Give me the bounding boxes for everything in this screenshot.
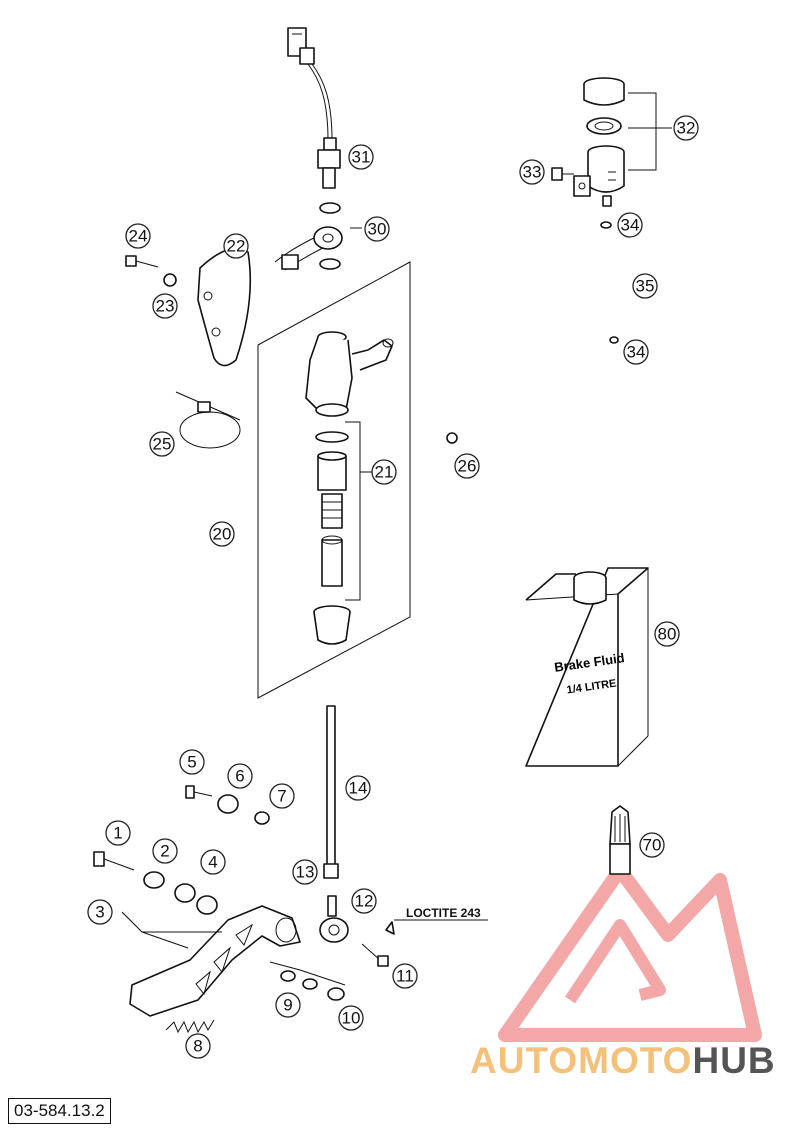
master-cylinder (305, 331, 394, 645)
callout-22: 22 (223, 233, 249, 259)
reservoir-hose (600, 221, 620, 344)
clevis-12 (319, 895, 349, 943)
callout-21: 21 (371, 459, 397, 485)
callout-23: 23 (152, 293, 178, 319)
callout-25: 25 (149, 431, 175, 457)
svg-text:1: 1 (113, 824, 122, 843)
svg-text:34: 34 (621, 216, 640, 235)
callout-6: 6 (227, 763, 253, 789)
svg-text:34: 34 (627, 343, 646, 362)
svg-text:4: 4 (208, 853, 217, 872)
washer-2 (143, 871, 165, 889)
washer-9b (302, 978, 318, 990)
svg-text:8: 8 (193, 1037, 202, 1056)
svg-text:70: 70 (643, 836, 662, 855)
svg-text:9: 9 (283, 996, 292, 1015)
svg-text:3: 3 (95, 903, 104, 922)
banjo-fitting (274, 202, 343, 271)
callout-8: 8 (185, 1033, 211, 1059)
brake-light-switch (287, 27, 341, 189)
callout-7: 7 (269, 783, 295, 809)
svg-text:24: 24 (129, 227, 148, 246)
callout-26: 26 (454, 453, 480, 479)
nut-10 (327, 987, 345, 1001)
callout-34-bottom: 34 (623, 339, 649, 365)
svg-text:80: 80 (658, 625, 677, 644)
svg-text:5: 5 (187, 753, 196, 772)
callout-20: 20 (209, 521, 235, 547)
svg-text:22: 22 (227, 237, 246, 256)
svg-text:6: 6 (235, 767, 244, 786)
callout-3: 3 (87, 899, 113, 925)
callout-14: 14 (345, 775, 371, 801)
svg-text:31: 31 (352, 148, 371, 167)
callout-1: 1 (105, 820, 131, 846)
svg-text:33: 33 (523, 163, 542, 182)
watermark-logo (498, 863, 762, 1042)
svg-text:25: 25 (153, 435, 172, 454)
pivot-bolt-5 (185, 785, 213, 799)
callout-10: 10 (338, 1005, 364, 1031)
svg-text:10: 10 (342, 1009, 361, 1028)
callout-32: 32 (673, 115, 699, 141)
brake-fluid-bottle (525, 567, 649, 767)
bearing-4b (196, 895, 218, 915)
svg-text:12: 12 (355, 892, 374, 911)
watermark-part2: HUB (692, 1040, 776, 1081)
document-code: 03-584.13.2 (8, 1098, 111, 1124)
svg-text:14: 14 (349, 779, 368, 798)
heel-guard (197, 247, 252, 367)
callout-5: 5 (179, 749, 205, 775)
clevis-bolt-11 (361, 943, 389, 967)
return-spring (165, 1019, 215, 1034)
callout-9: 9 (275, 992, 301, 1018)
callout-30: 30 (364, 216, 390, 242)
callout-70: 70 (639, 832, 665, 858)
svg-text:11: 11 (396, 967, 414, 986)
callout-35: 35 (632, 273, 658, 299)
callout-31: 31 (348, 144, 374, 170)
watermark-text: AUTOMOTOHUB (470, 1040, 776, 1082)
callout-80: 80 (654, 621, 680, 647)
callout-12: 12 (351, 888, 377, 914)
bearing-4a (174, 883, 196, 903)
loctite-drop (385, 921, 395, 935)
push-rod (323, 705, 339, 879)
callout-13: 13 (292, 859, 318, 885)
callout-2: 2 (152, 838, 178, 864)
nut-7 (254, 811, 270, 825)
cover-bolt (125, 255, 159, 268)
washer-9 (280, 970, 296, 982)
pedal-bolt-1 (93, 851, 135, 871)
master-cylinder-frame (257, 261, 411, 699)
svg-text:26: 26 (458, 457, 477, 476)
callout-33: 33 (519, 159, 545, 185)
callout-4: 4 (200, 849, 226, 875)
clip-26 (446, 432, 458, 444)
svg-text:13: 13 (296, 863, 315, 882)
svg-text:30: 30 (368, 220, 387, 239)
svg-text:21: 21 (375, 463, 394, 482)
loctite-label: LOCTITE 243 (406, 906, 481, 920)
cable-tie (175, 391, 241, 449)
brake-pedal (129, 905, 301, 1017)
svg-text:32: 32 (677, 119, 696, 138)
svg-text:2: 2 (160, 842, 169, 861)
callout-24: 24 (125, 223, 151, 249)
svg-text:7: 7 (277, 787, 286, 806)
reservoir-assembly (551, 77, 625, 207)
cover-nut (163, 273, 177, 287)
svg-text:20: 20 (213, 525, 232, 544)
svg-text:35: 35 (636, 277, 655, 296)
callout-11: 11 (392, 963, 418, 989)
svg-text:23: 23 (156, 297, 175, 316)
watermark-part1: AUTOMOTO (470, 1040, 693, 1081)
callout-34-top: 34 (617, 212, 643, 238)
bushing-6 (217, 794, 239, 814)
loctite-tube (609, 805, 631, 875)
